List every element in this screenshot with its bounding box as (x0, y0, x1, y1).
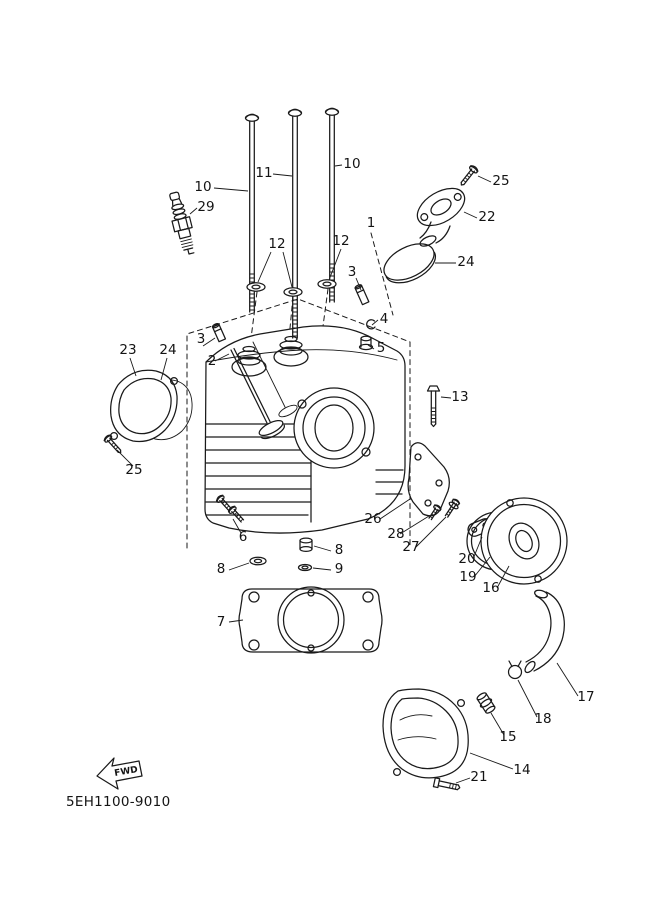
spark-plug (169, 191, 195, 255)
callout-labels: 10 11 10 25 29 22 1 24 12 12 3 4 5 23 24… (119, 156, 594, 785)
screw-25-left (103, 434, 122, 454)
washer-12-set (246, 279, 337, 297)
washer-8 (249, 556, 267, 566)
dowel-8 (299, 537, 313, 553)
callout-26: 26 (364, 511, 381, 527)
callout-24-a: 24 (457, 254, 474, 270)
callout-22: 22 (478, 209, 495, 225)
fitting-15 (476, 692, 496, 714)
callout-27: 27 (402, 539, 419, 555)
intake-joint (416, 187, 466, 247)
cooling-fins-right (375, 469, 404, 495)
callout-21: 21 (470, 769, 487, 785)
hose-clamp-18 (507, 660, 523, 680)
breather-hose-17 (524, 589, 565, 674)
screw-25-top (460, 165, 479, 186)
port-flange (293, 387, 375, 469)
callout-19: 19 (459, 569, 476, 585)
valve-circlip (366, 319, 376, 330)
head-gasket-7 (238, 586, 383, 654)
o-ring-9 (297, 563, 313, 572)
round-cover-16 (480, 497, 568, 585)
screw-27 (444, 498, 461, 518)
fwd-label: FWD (114, 765, 139, 779)
callout-10-b: 10 (343, 156, 360, 172)
callout-3-b: 3 (197, 331, 206, 347)
callout-1: 1 (367, 215, 376, 231)
cylinder-head-body (204, 325, 406, 534)
screws-6 (215, 494, 245, 523)
bolt-28 (428, 504, 442, 521)
left-cover (109, 369, 179, 443)
callout-15: 15 (499, 729, 516, 745)
bottom-cover-14 (382, 688, 469, 779)
callout-29: 29 (197, 199, 214, 215)
leader-part-1 (370, 232, 394, 316)
callout-7: 7 (217, 614, 226, 630)
callout-9: 9 (335, 561, 344, 577)
callout-6: 6 (239, 529, 248, 545)
callout-18: 18 (534, 711, 551, 727)
head-bolt-11-middle (287, 108, 303, 339)
callout-14: 14 (513, 762, 530, 778)
callout-5: 5 (377, 340, 386, 356)
fwd-arrow: FWD (96, 757, 143, 790)
callout-12-b: 12 (332, 233, 349, 249)
leader-lines (116, 164, 579, 784)
callout-28: 28 (387, 526, 404, 542)
callout-10-a: 10 (194, 179, 211, 195)
valve (230, 341, 298, 440)
callout-12-a: 12 (268, 236, 285, 252)
callout-20: 20 (458, 551, 475, 567)
bolt-13 (426, 385, 441, 428)
valve-stem-seal (358, 335, 374, 351)
side-gasket-26 (407, 442, 450, 517)
bolt-21 (432, 777, 461, 791)
head-bolt-10-left (244, 113, 260, 313)
oval-seal-24 (383, 243, 436, 284)
diagram-code: 5EH1100-9010 (66, 794, 170, 810)
callout-8-b: 8 (217, 561, 226, 577)
callout-17: 17 (577, 689, 594, 705)
callout-11: 11 (255, 165, 272, 181)
callout-25-b: 25 (125, 462, 142, 478)
valve-guide-left (211, 323, 227, 343)
callout-2: 2 (208, 353, 217, 369)
callout-8-a: 8 (335, 542, 344, 558)
callout-4: 4 (380, 311, 389, 327)
valve-springs (231, 335, 309, 377)
callout-3-a: 3 (348, 264, 357, 280)
callout-16: 16 (482, 580, 499, 596)
callout-23: 23 (119, 342, 136, 358)
valve-guide-right (354, 284, 370, 306)
callout-13: 13 (451, 389, 468, 405)
callout-25-a: 25 (492, 173, 509, 189)
callout-24-b: 24 (159, 342, 176, 358)
